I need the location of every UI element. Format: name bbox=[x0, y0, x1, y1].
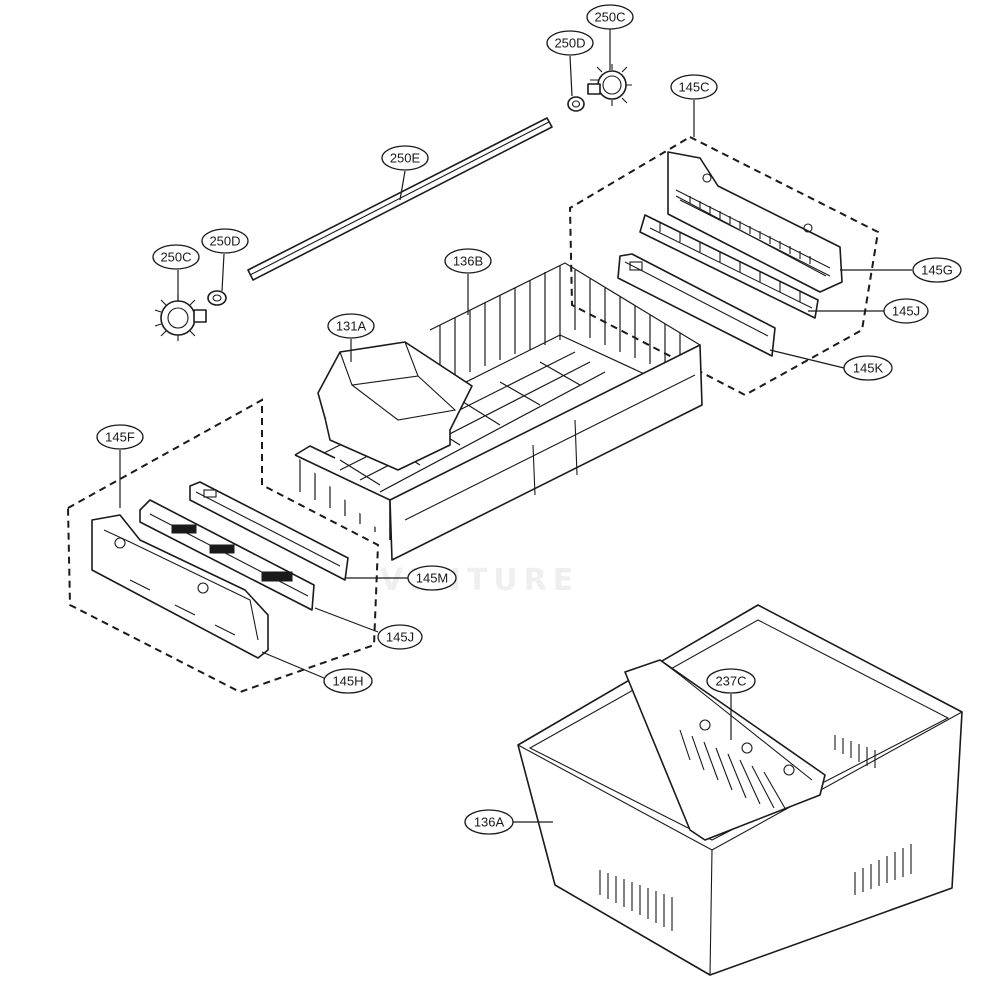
leader-145h bbox=[261, 651, 325, 679]
callout-250d-left: 250D bbox=[201, 228, 249, 254]
svg-text:145C: 145C bbox=[678, 80, 709, 95]
callout-145k: 145K bbox=[843, 355, 893, 381]
svg-text:250D: 250D bbox=[209, 234, 240, 249]
gear-250c-left bbox=[154, 295, 207, 341]
svg-text:145J: 145J bbox=[892, 304, 920, 319]
wire-basket-136b bbox=[294, 262, 703, 561]
rail-145j-right bbox=[639, 214, 819, 319]
leader-250e bbox=[399, 170, 406, 201]
svg-text:145J: 145J bbox=[386, 630, 414, 645]
callout-145c: 145C bbox=[670, 74, 718, 100]
callout-145h: 145H bbox=[323, 668, 373, 694]
cover-145h bbox=[91, 514, 269, 659]
gear-250c-top bbox=[587, 64, 632, 106]
svg-text:136A: 136A bbox=[474, 815, 505, 830]
callout-136b: 136B bbox=[444, 248, 492, 274]
callout-250e: 250E bbox=[381, 145, 429, 171]
svg-text:145K: 145K bbox=[853, 361, 884, 376]
svg-text:131A: 131A bbox=[336, 319, 367, 334]
svg-text:250D: 250D bbox=[554, 36, 585, 51]
svg-text:145F: 145F bbox=[105, 430, 135, 445]
svg-text:250C: 250C bbox=[594, 10, 625, 25]
callout-145m: 145M bbox=[407, 565, 457, 591]
callout-250c-top: 250C bbox=[586, 4, 634, 30]
leader-145k bbox=[769, 349, 845, 369]
svg-text:237C: 237C bbox=[715, 674, 746, 689]
svg-text:145G: 145G bbox=[921, 263, 953, 278]
callout-250c-left: 250C bbox=[152, 244, 200, 270]
svg-text:136B: 136B bbox=[453, 254, 483, 269]
callout-237c: 237C bbox=[706, 668, 756, 694]
callout-145j-left: 145J bbox=[377, 624, 423, 650]
bushing-250d-left bbox=[207, 290, 227, 306]
group-145c-outline bbox=[568, 135, 880, 397]
bracket-145k bbox=[617, 253, 776, 357]
svg-text:250E: 250E bbox=[390, 151, 421, 166]
svg-text:145H: 145H bbox=[332, 674, 363, 689]
callout-131a: 131A bbox=[327, 313, 375, 339]
leader-145j-left bbox=[314, 607, 379, 633]
callout-136a: 136A bbox=[464, 809, 514, 835]
leader-250d-top bbox=[569, 55, 573, 97]
rail-145j-left bbox=[139, 499, 315, 611]
leader-250d-left bbox=[221, 253, 225, 292]
callout-250d-top: 250D bbox=[546, 30, 594, 56]
cover-145g bbox=[667, 151, 843, 293]
bushing-250d-top bbox=[567, 96, 585, 112]
small-bin-131a bbox=[317, 341, 473, 471]
bracket-145m bbox=[189, 481, 349, 581]
divider-237c bbox=[624, 659, 876, 841]
svg-text:250C: 250C bbox=[160, 250, 191, 265]
callout-145j-right: 145J bbox=[883, 298, 929, 324]
svg-text:145M: 145M bbox=[416, 571, 449, 586]
callout-145g: 145G bbox=[912, 257, 962, 283]
callout-145f: 145F bbox=[96, 424, 144, 450]
